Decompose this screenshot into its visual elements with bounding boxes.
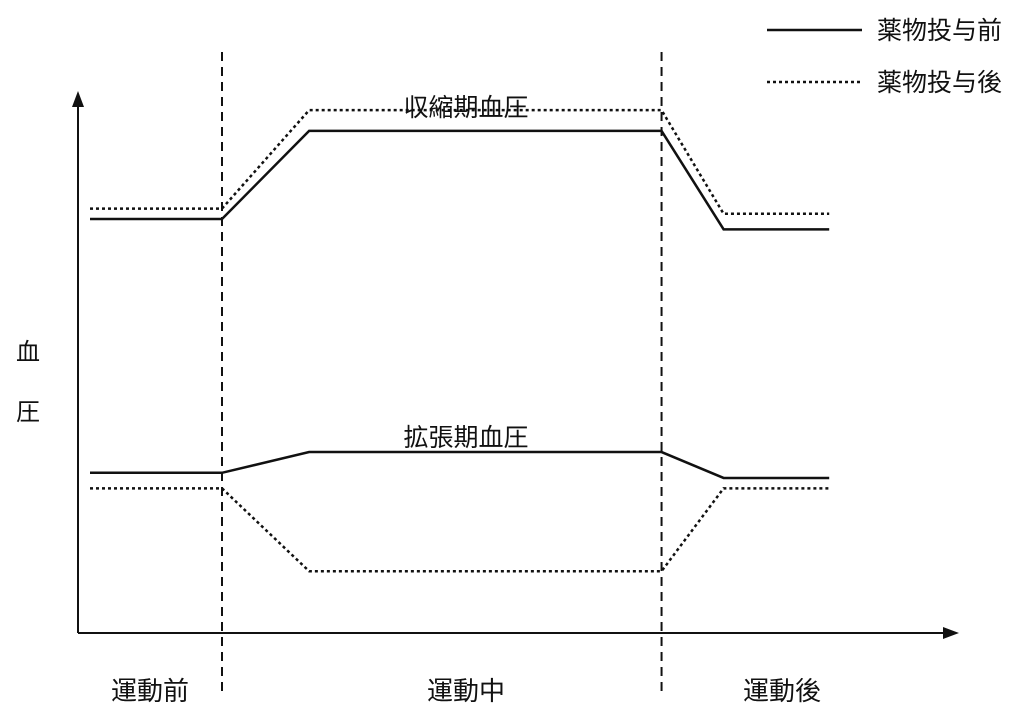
phase-dividers xyxy=(221,52,663,695)
y-axis-arrow xyxy=(72,91,84,107)
phase-label-2: 運動中 xyxy=(427,677,505,707)
legend-label-before: 薬物投与前 xyxy=(877,16,1002,45)
legend-label-after: 薬物投与後 xyxy=(877,68,1002,97)
diastolic-label: 拡張期血圧 xyxy=(403,423,528,452)
y-axis-label-char-1: 血 xyxy=(16,338,40,366)
series-lines xyxy=(90,108,830,573)
y-axis-label-char-2: 圧 xyxy=(16,398,40,426)
series-line-systolic-after xyxy=(90,108,830,216)
x-axis-arrow xyxy=(943,627,959,639)
systolic-label: 収縮期血圧 xyxy=(403,93,528,122)
series-line-diastolic-before xyxy=(90,450,830,480)
series-line-systolic-before xyxy=(90,129,830,231)
phase-label-1: 運動前 xyxy=(111,677,189,707)
axes xyxy=(72,91,959,639)
phase-label-3: 運動後 xyxy=(743,677,821,707)
series-line-diastolic-after xyxy=(90,487,830,573)
